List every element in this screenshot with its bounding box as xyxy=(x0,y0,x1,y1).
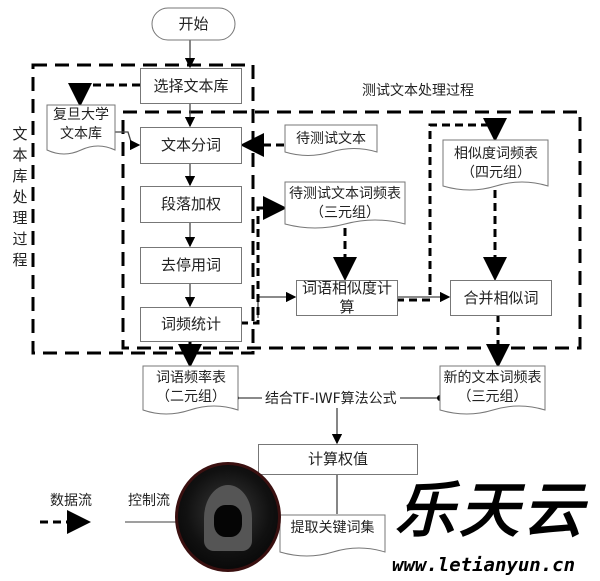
extract-keywords-doc: 提取关键词集 xyxy=(290,520,375,536)
library-region-label: 文本库处理过程 xyxy=(12,125,28,269)
start-shape xyxy=(151,7,236,41)
word-freq-table-doc: 词语频率表（二元组） xyxy=(156,370,226,405)
doc-shape xyxy=(279,514,386,557)
compute-weight-node: 计算权值 xyxy=(258,444,418,475)
new-tf-table-doc: 新的文本词频表（三元组） xyxy=(443,370,542,405)
similarity-table-doc: 相似度词频表（四元组） xyxy=(454,146,538,181)
test-region-label: 测试文本处理过程 xyxy=(362,83,474,99)
fudan-corpus-doc: 复旦大学文本库 xyxy=(53,107,109,142)
stopword-removal-node: 去停用词 xyxy=(140,247,242,284)
merge-similar-node: 合并相似词 xyxy=(450,280,552,316)
word-similarity-node: 词语相似度计算 xyxy=(296,279,398,316)
doc-shape xyxy=(46,104,116,155)
segmentation-node: 文本分词 xyxy=(140,127,242,164)
watermark-url: www.letianyun.cn xyxy=(392,554,576,576)
test-region-border xyxy=(121,110,582,350)
test-tf-table-doc: 待测试文本词频表（三元组） xyxy=(289,186,401,221)
watermark-brand: 乐天云 xyxy=(395,476,587,546)
term-frequency-node: 词频统计 xyxy=(140,307,242,342)
watermark-avatar xyxy=(175,462,281,572)
library-region-border xyxy=(31,63,255,355)
doc-shape xyxy=(442,139,549,191)
doc-shape xyxy=(284,124,378,156)
doc-shape xyxy=(142,365,239,415)
test-text-doc: 待测试文本 xyxy=(296,131,366,147)
doc-shape xyxy=(284,181,406,229)
select-corpus-node: 选择文本库 xyxy=(140,68,242,104)
tfiwf-label: 结合TF-IWF算法公式 xyxy=(262,388,400,408)
start-node: 开始 xyxy=(178,14,209,33)
legend-control-flow-label: 控制流 xyxy=(128,493,170,509)
legend-data-flow-label: 数据流 xyxy=(50,493,92,509)
paragraph-weighting-node: 段落加权 xyxy=(140,186,242,223)
doc-shape xyxy=(439,365,546,415)
